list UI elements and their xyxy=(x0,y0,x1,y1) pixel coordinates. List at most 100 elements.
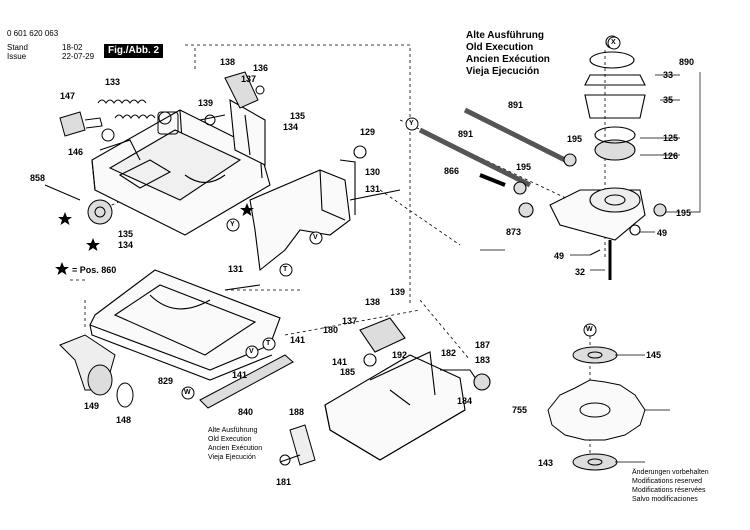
part-195: 195 xyxy=(567,134,583,144)
part-195-c: 195 xyxy=(676,208,692,218)
part-139-b: 139 xyxy=(390,287,406,297)
part-129: 129 xyxy=(360,127,376,137)
part-138-b: 138 xyxy=(365,297,381,307)
part-134-b: 134 xyxy=(283,122,299,132)
part-133: 133 xyxy=(105,77,121,87)
star-icon xyxy=(58,212,72,225)
part-187: 187 xyxy=(475,340,491,350)
part-181: 181 xyxy=(276,477,292,487)
part-135: 135 xyxy=(118,229,134,239)
figure-label: Fig./Abb. 2 xyxy=(104,44,164,58)
star-icon xyxy=(55,262,69,275)
star-icon xyxy=(240,203,254,216)
springs xyxy=(97,99,179,135)
legend-star-text: = Pos. 860 xyxy=(72,265,117,275)
dust-nozzle xyxy=(59,334,134,408)
base-housing xyxy=(91,98,271,236)
part-131: 131 xyxy=(365,184,381,194)
part-143: 143 xyxy=(538,458,554,468)
ref-t: T xyxy=(283,266,288,273)
part-137: 137 xyxy=(241,74,257,84)
part-145: 145 xyxy=(646,350,662,360)
star-icon xyxy=(86,238,100,251)
part-35: 35 xyxy=(663,95,674,105)
fence-130 xyxy=(249,145,401,272)
edition-small-de: Alte Ausführung xyxy=(208,427,258,434)
leader-lines xyxy=(480,72,701,463)
ref-w: W xyxy=(184,389,191,396)
footer-note-en: Modifications reserved xyxy=(632,478,703,485)
part-866: 866 xyxy=(444,166,460,176)
part-180: 180 xyxy=(323,325,339,335)
part-182: 182 xyxy=(441,348,457,358)
footer-note-de: Änderungen vorbehalten xyxy=(632,469,709,476)
part-890: 890 xyxy=(679,57,695,67)
gearhead-assembly xyxy=(418,35,667,280)
part-858: 858 xyxy=(30,173,46,183)
part-126: 126 xyxy=(663,151,679,161)
part-134: 134 xyxy=(118,240,134,250)
edition-en: Old Execution xyxy=(466,42,534,53)
part-147: 147 xyxy=(60,91,76,101)
baseplate-829 xyxy=(89,269,281,381)
part-139: 139 xyxy=(198,98,214,108)
part-149: 149 xyxy=(84,401,100,411)
knob-858 xyxy=(44,184,113,225)
issue-value: 22-07-29 xyxy=(62,52,95,61)
part-141-b: 141 xyxy=(290,335,306,345)
part-184: 184 xyxy=(457,396,473,406)
ref-y-2: Y xyxy=(230,221,235,228)
stand-value: 18-02 xyxy=(62,43,83,52)
part-891-b: 891 xyxy=(458,129,474,139)
part-146: 146 xyxy=(68,147,84,157)
edition-small-es: Vieja Ejecución xyxy=(208,454,256,461)
edition-fr: Ancien Exécution xyxy=(466,54,550,65)
edition-de: Alte Ausführung xyxy=(466,30,544,41)
part-891: 891 xyxy=(508,100,524,110)
part-141: 141 xyxy=(332,357,348,367)
issue-label: Issue xyxy=(7,52,27,61)
part-840: 840 xyxy=(238,407,254,417)
ref-y: Y xyxy=(409,120,414,127)
edition-es: Vieja Ejecución xyxy=(466,66,540,77)
part-138: 138 xyxy=(220,57,236,67)
part-188: 188 xyxy=(289,407,305,417)
bracket-188 xyxy=(279,424,316,466)
part-32: 32 xyxy=(575,267,586,277)
part-195-b: 195 xyxy=(516,162,532,172)
edition-small-fr: Ancien Exécution xyxy=(208,445,263,452)
part-185: 185 xyxy=(340,367,356,377)
ref-x: X xyxy=(611,39,616,46)
part-130: 130 xyxy=(365,167,381,177)
part-755: 755 xyxy=(512,405,528,415)
part-49-b: 49 xyxy=(554,251,565,261)
ref-v-2: V xyxy=(249,348,254,355)
part-183: 183 xyxy=(475,355,491,365)
ref-circles xyxy=(181,36,621,400)
strip-840 xyxy=(199,354,294,409)
edition-small-en: Old Execution xyxy=(208,436,252,443)
angle-fence-base xyxy=(324,317,491,461)
part-192: 192 xyxy=(392,350,408,360)
stand-label: Stand xyxy=(7,43,28,52)
part-131-b: 131 xyxy=(228,264,244,274)
ref-t-2: T xyxy=(266,340,271,347)
part-33: 33 xyxy=(663,70,674,80)
footer-note-es: Salvo modificaciones xyxy=(632,496,698,503)
doc-number: 0 601 620 063 xyxy=(7,29,59,38)
part-135-b: 135 xyxy=(290,111,306,121)
part-49: 49 xyxy=(657,228,668,238)
part-136: 136 xyxy=(253,63,269,73)
part-141-c: 141 xyxy=(232,370,248,380)
cutter-blade xyxy=(547,346,646,471)
part-148: 148 xyxy=(116,415,132,425)
part-873: 873 xyxy=(506,227,522,237)
knob-147 xyxy=(59,111,115,142)
ref-v: V xyxy=(313,234,318,241)
part-137-b: 137 xyxy=(342,316,358,326)
ref-w-2: W xyxy=(586,326,593,333)
part-829: 829 xyxy=(158,376,174,386)
lever-138 xyxy=(199,71,265,126)
star-markers xyxy=(55,203,254,275)
